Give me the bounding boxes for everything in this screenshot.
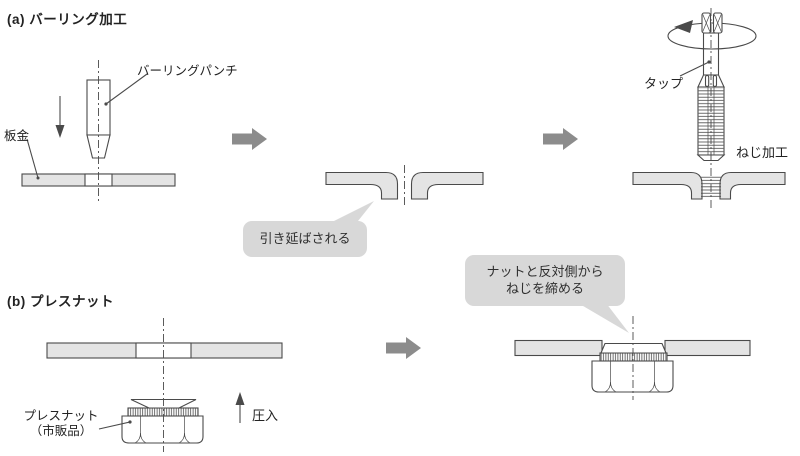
pressnut-hex-facets [134,416,191,444]
leader-pressnut-dot [128,420,132,424]
callout-tighten-line2: ねじを締める [505,280,584,296]
panel-a2-burred-sheet [324,165,484,226]
panel-a1-punching [21,60,176,202]
leader-tap-dot [707,60,711,64]
sheet-metal-b2-right [664,339,751,357]
callout-tighten-line1: ナットと反対側から [486,263,604,279]
label-tap: タップ [644,76,684,91]
threaded-sheet-left [632,171,703,200]
leader-sheet-metal-dot [36,176,40,180]
press-fit-arrow-icon [235,392,245,423]
panel-b2-installed [514,303,751,400]
pressnut-knurl [127,407,199,417]
sheet-metal-b2-left [514,339,603,357]
leader-pressnut [98,421,131,430]
callout-tighten-tail [578,303,629,333]
panel-a3-tapping [632,8,786,210]
callout-stretched: 引き延ばされる [243,221,367,257]
section-b-title: (b) プレスナット [7,294,114,309]
tap-flute-right [712,74,718,88]
burred-sheet-left [325,171,399,200]
callout-stretched-text: 引き延ばされる [259,230,351,246]
leader-punch [105,73,148,105]
installed-hex-body [591,360,674,393]
label-sheet-metal: 板金 [4,129,30,143]
installed-pilot [600,342,667,354]
installed-knurl [599,352,668,362]
press-down-arrow-icon [55,96,65,138]
tap-head [701,12,723,34]
leader-tap [679,61,710,77]
label-threading: ねじ加工 [736,145,789,160]
label-burring-punch: バーリングパンチ [137,64,238,78]
tap-flute-left [704,74,710,88]
leader-sheet-metal [26,138,39,179]
label-pressnut: プレスナット （市販品） [21,409,101,439]
callout-tighten: ナットと反対側から ねじを締める [465,255,625,306]
section-a-title: (a) バーリング加工 [7,12,128,27]
leader-punch-dot [104,102,108,106]
step-arrow-icon [232,128,267,150]
installed-hex-facets [604,361,661,393]
label-pressnut-line2: （市販品） [29,424,93,438]
pressnut-hex-body [121,415,204,444]
rotation-arrow-icon [667,20,757,50]
step-arrow-icon [543,128,578,150]
burred-sheet-right [410,171,484,200]
label-pressnut-line1: プレスナット [23,409,99,423]
step-arrow-icon [386,337,421,359]
threaded-sheet-right [719,171,786,200]
panel-b1-pressnut [46,318,283,452]
label-press-fit: 圧入 [252,408,279,423]
callout-stretch-tail [324,201,374,226]
